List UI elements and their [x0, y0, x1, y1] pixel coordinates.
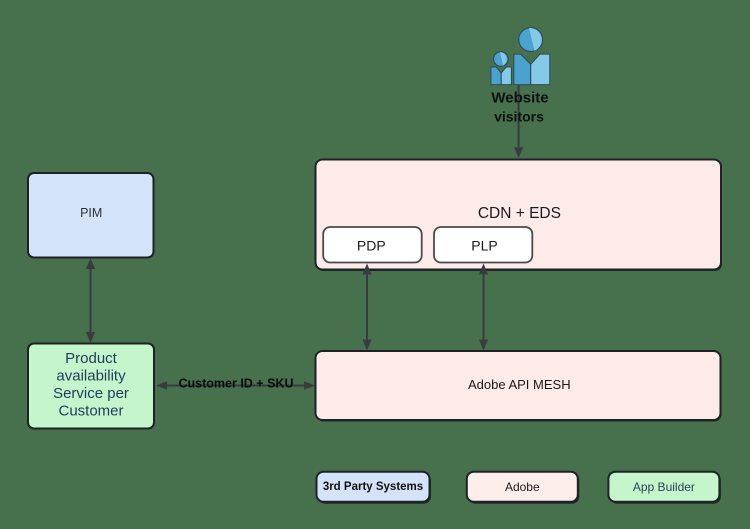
svg-text:CDN + EDS: CDN + EDS — [478, 205, 561, 222]
svg-text:Website: Website — [491, 90, 548, 107]
svg-text:Adobe API MESH: Adobe API MESH — [468, 377, 571, 392]
svg-text:Customer ID + SKU: Customer ID + SKU — [179, 377, 294, 391]
svg-text:availability: availability — [56, 368, 126, 385]
svg-text:Customer: Customer — [58, 403, 123, 420]
svg-text:3rd Party Systems: 3rd Party Systems — [323, 481, 423, 493]
svg-text:Product: Product — [65, 350, 118, 367]
svg-text:PDP: PDP — [357, 238, 386, 254]
svg-text:Adobe: Adobe — [505, 480, 540, 494]
svg-text:visitors: visitors — [494, 109, 544, 125]
svg-text:PIM: PIM — [80, 206, 102, 220]
svg-text:Service per: Service per — [53, 385, 129, 402]
svg-text:PLP: PLP — [471, 238, 497, 254]
svg-text:App Builder: App Builder — [633, 480, 695, 494]
